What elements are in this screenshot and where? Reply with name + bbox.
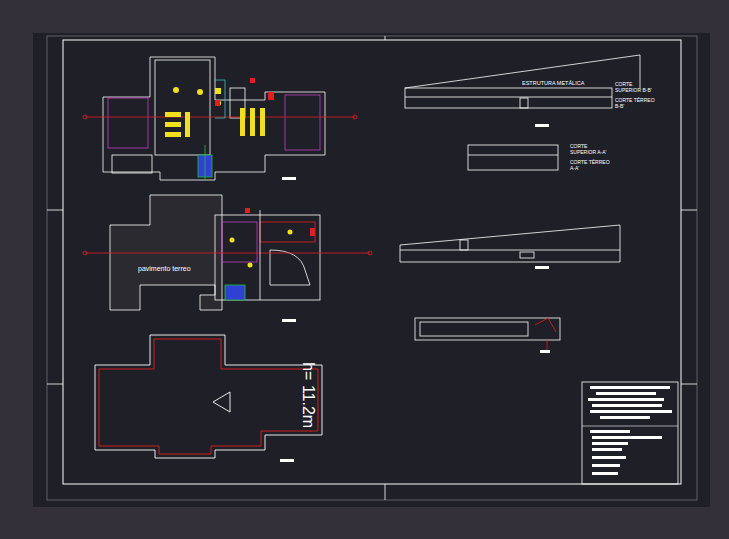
outer-frame (47, 36, 697, 500)
upper-floor-plan (83, 57, 357, 180)
sections (400, 55, 640, 352)
height-dimension: h= 11.2m (299, 362, 317, 428)
frame-ticks (47, 36, 697, 500)
section-title: CORTE SUPERIOR A-A' (570, 144, 610, 156)
section-title: CORTE TÉRREO A-A' (570, 160, 610, 172)
view-caption-marks (280, 124, 550, 462)
inner-frame (63, 40, 681, 484)
structure-note: ESTRUTURA METÁLICA (522, 80, 584, 86)
section-title: CORTE TÉRREO B-B' (615, 98, 655, 110)
ground-floor-plan (83, 195, 372, 310)
title-block (582, 382, 678, 484)
sheet (33, 33, 710, 507)
roof-plan (95, 335, 322, 458)
floor-name: pavimento terreo (138, 265, 191, 273)
section-title: CORTE SUPERIOR B-B' (615, 82, 655, 94)
